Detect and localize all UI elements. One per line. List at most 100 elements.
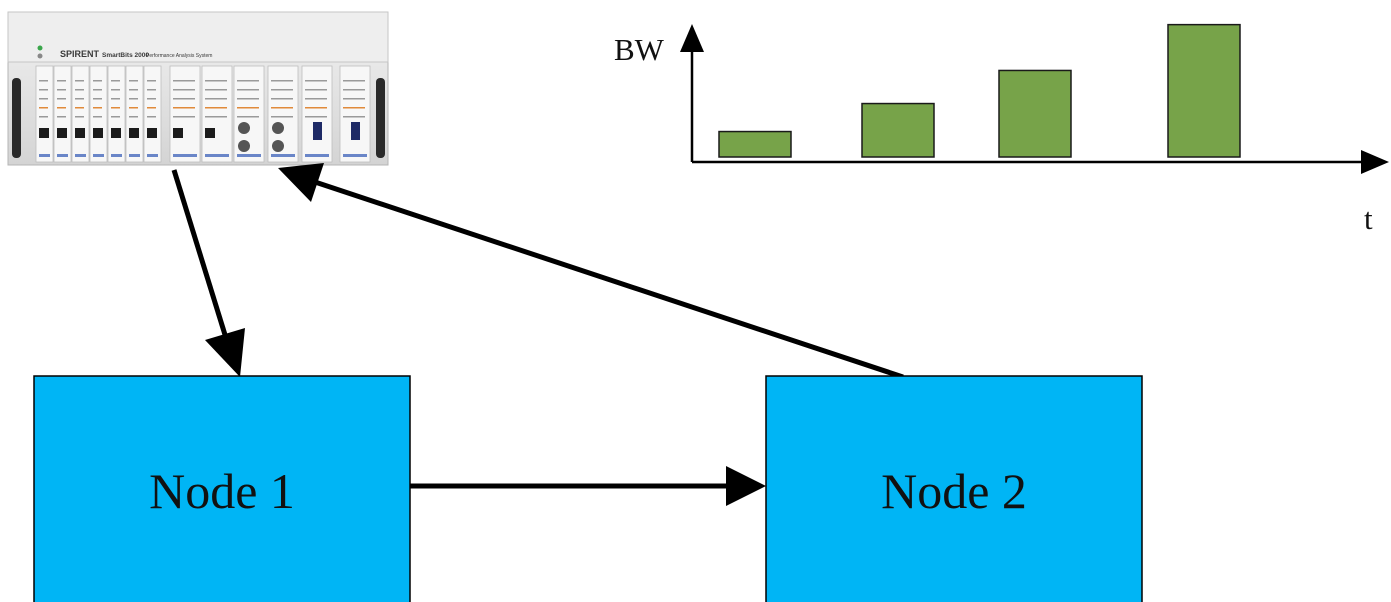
card-text-line (39, 98, 48, 100)
card-text-line (173, 89, 195, 91)
card-text-line (237, 89, 259, 91)
card-text-line (305, 116, 327, 118)
card-text-line (93, 116, 102, 118)
power-led-icon (37, 45, 43, 51)
card-text-line (39, 80, 48, 82)
card-text-line (57, 80, 66, 82)
node-2: Node 2 (765, 375, 1143, 602)
bar-3 (998, 69, 1072, 158)
fiber-port-icon (351, 122, 360, 140)
connector-port-icon (272, 140, 284, 152)
bar-4 (1167, 23, 1241, 158)
node-1: Node 1 (33, 375, 411, 602)
card-label-strip (75, 154, 86, 157)
card-text-line (343, 107, 365, 109)
connector-port-icon (272, 122, 284, 134)
node-1-label: Node 1 (149, 463, 295, 519)
ethernet-port-icon (147, 128, 157, 138)
card-text-line (147, 89, 156, 91)
card-text-line (75, 80, 84, 82)
card-text-line (237, 80, 259, 82)
card-text-line (237, 107, 259, 109)
card-text-line (205, 89, 227, 91)
card-text-line (75, 89, 84, 91)
card-label-strip (343, 154, 367, 157)
card-text-line (93, 80, 102, 82)
card-label-strip (173, 154, 197, 157)
card-text-line (129, 89, 138, 91)
card-text-line (75, 98, 84, 100)
card-text-line (343, 80, 365, 82)
card-text-line (343, 98, 365, 100)
card-text-line (111, 116, 120, 118)
ethernet-port-icon (57, 128, 67, 138)
card-text-line (93, 89, 102, 91)
card-text-line (205, 98, 227, 100)
card-text-line (129, 107, 138, 109)
connection-arrows (171, 163, 904, 506)
card-text-line (173, 80, 195, 82)
card-text-line (57, 89, 66, 91)
card-text-line (271, 89, 293, 91)
card-slot (169, 65, 201, 163)
card-slot (339, 65, 371, 163)
node-1-box (33, 375, 411, 602)
card-text-line (57, 98, 66, 100)
ethernet-port-icon (93, 128, 103, 138)
card-text-line (39, 89, 48, 91)
card-text-line (75, 116, 84, 118)
card-slot (301, 65, 333, 163)
card-text-line (343, 89, 365, 91)
card-text-line (271, 116, 293, 118)
card-text-line (147, 98, 156, 100)
card-label-strip (205, 154, 229, 157)
device-subtitle: Performance Analysis System (146, 53, 212, 59)
y-axis-label: BW (614, 32, 665, 67)
card-text-line (173, 107, 195, 109)
right-handle (376, 78, 385, 158)
card-label-strip (305, 154, 329, 157)
card-text-line (39, 107, 48, 109)
card-text-line (57, 107, 66, 109)
connector-port-icon (238, 140, 250, 152)
card-text-line (237, 98, 259, 100)
bar-1 (718, 130, 792, 158)
card-label-strip (57, 154, 68, 157)
card-text-line (129, 80, 138, 82)
card-text-line (205, 116, 227, 118)
device-brand: SPIRENT (60, 49, 100, 59)
card-text-line (305, 98, 327, 100)
y-axis-arrowhead (680, 24, 704, 52)
card-text-line (93, 107, 102, 109)
card-text-line (147, 107, 156, 109)
card-label-strip (93, 154, 104, 157)
card-label-strip (39, 154, 50, 157)
ethernet-port-icon (39, 128, 49, 138)
device-top-panel (7, 11, 389, 63)
arrow-device-to-node1-head (205, 328, 245, 377)
card-label-strip (147, 154, 158, 157)
card-label-strip (271, 154, 295, 157)
bandwidth-chart: BW t (614, 23, 1389, 236)
ethernet-port-icon (205, 128, 215, 138)
card-text-line (205, 107, 227, 109)
connector-port-icon (238, 122, 250, 134)
device-card-slots (35, 65, 371, 163)
arrow-node1-to-node2-head (726, 466, 766, 506)
arrow-node2-to-device-head (278, 163, 324, 202)
x-axis-arrowhead (1361, 150, 1389, 174)
card-label-strip (129, 154, 140, 157)
card-text-line (271, 80, 293, 82)
card-text-line (111, 107, 120, 109)
test-device: SPIRENT SmartBits 2000 Performance Analy… (7, 11, 389, 166)
card-text-line (111, 89, 120, 91)
card-text-line (271, 98, 293, 100)
ethernet-port-icon (111, 128, 121, 138)
card-text-line (305, 89, 327, 91)
card-text-line (343, 116, 365, 118)
left-handle (12, 78, 21, 158)
ethernet-port-icon (129, 128, 139, 138)
bar-2 (861, 102, 935, 158)
card-text-line (237, 116, 259, 118)
